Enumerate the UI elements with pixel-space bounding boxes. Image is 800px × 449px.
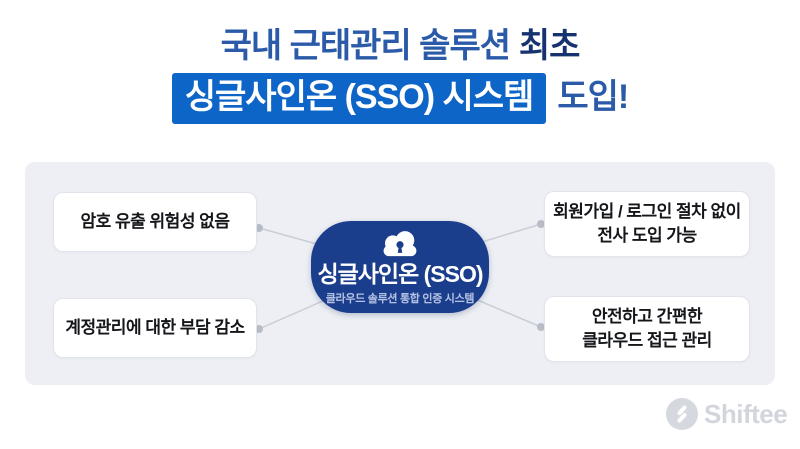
cloud-lock-icon [383, 230, 417, 256]
benefit-label-line2: 클라우드 접근 관리 [582, 331, 712, 350]
benefit-label: 암호 유출 위험성 없음 [80, 212, 230, 232]
connector-dot [255, 224, 263, 232]
headline-line1-emphasis: 최초 [518, 27, 581, 65]
sso-center-node: 싱글사인온 (SSO) 클라우드 솔루션 통합 인증 시스템 [311, 221, 489, 313]
headline-highlight: 싱글사인온 (SSO) 시스템 [171, 72, 547, 124]
benefit-box-company-rollout: 회원가입 / 로그인 절차 없이 전사 도입 가능 [544, 191, 750, 257]
sso-diagram-panel: 암호 유출 위험성 없음 회원가입 / 로그인 절차 없이 전사 도입 가능 계… [25, 162, 775, 385]
headline-line1-prefix: 국내 근태관리 솔루션 [220, 27, 511, 65]
headline-line2-suffix: 도입! [557, 77, 629, 116]
benefit-box-cloud-access: 안전하고 간편한 클라우드 접근 관리 [544, 296, 750, 362]
benefit-box-account-management: 계정관리에 대한 부담 감소 [53, 298, 257, 358]
shiftee-bolt-icon [666, 398, 698, 430]
connector-dot [537, 220, 545, 228]
sso-node-subtitle: 클라우드 솔루션 통합 인증 시스템 [325, 293, 475, 306]
headline-line2: 싱글사인온 (SSO) 시스템 도입! [0, 72, 800, 124]
benefit-label-line1: 회원가입 / 로그인 절차 없이 [553, 202, 741, 222]
shiftee-logo: Shiftee [666, 398, 788, 430]
benefit-label-line1: 안전하고 간편한 [591, 307, 703, 327]
benefit-label-line2: 전사 도입 가능 [597, 226, 697, 245]
shiftee-wordmark: Shiftee [704, 398, 788, 429]
connector-dot [255, 325, 263, 333]
benefit-label: 계정관리에 대한 부담 감소 [65, 318, 245, 338]
sso-node-title: 싱글사인온 (SSO) [317, 260, 483, 287]
connector-dot [537, 323, 545, 331]
benefit-box-password-leak: 암호 유출 위험성 없음 [53, 192, 257, 252]
